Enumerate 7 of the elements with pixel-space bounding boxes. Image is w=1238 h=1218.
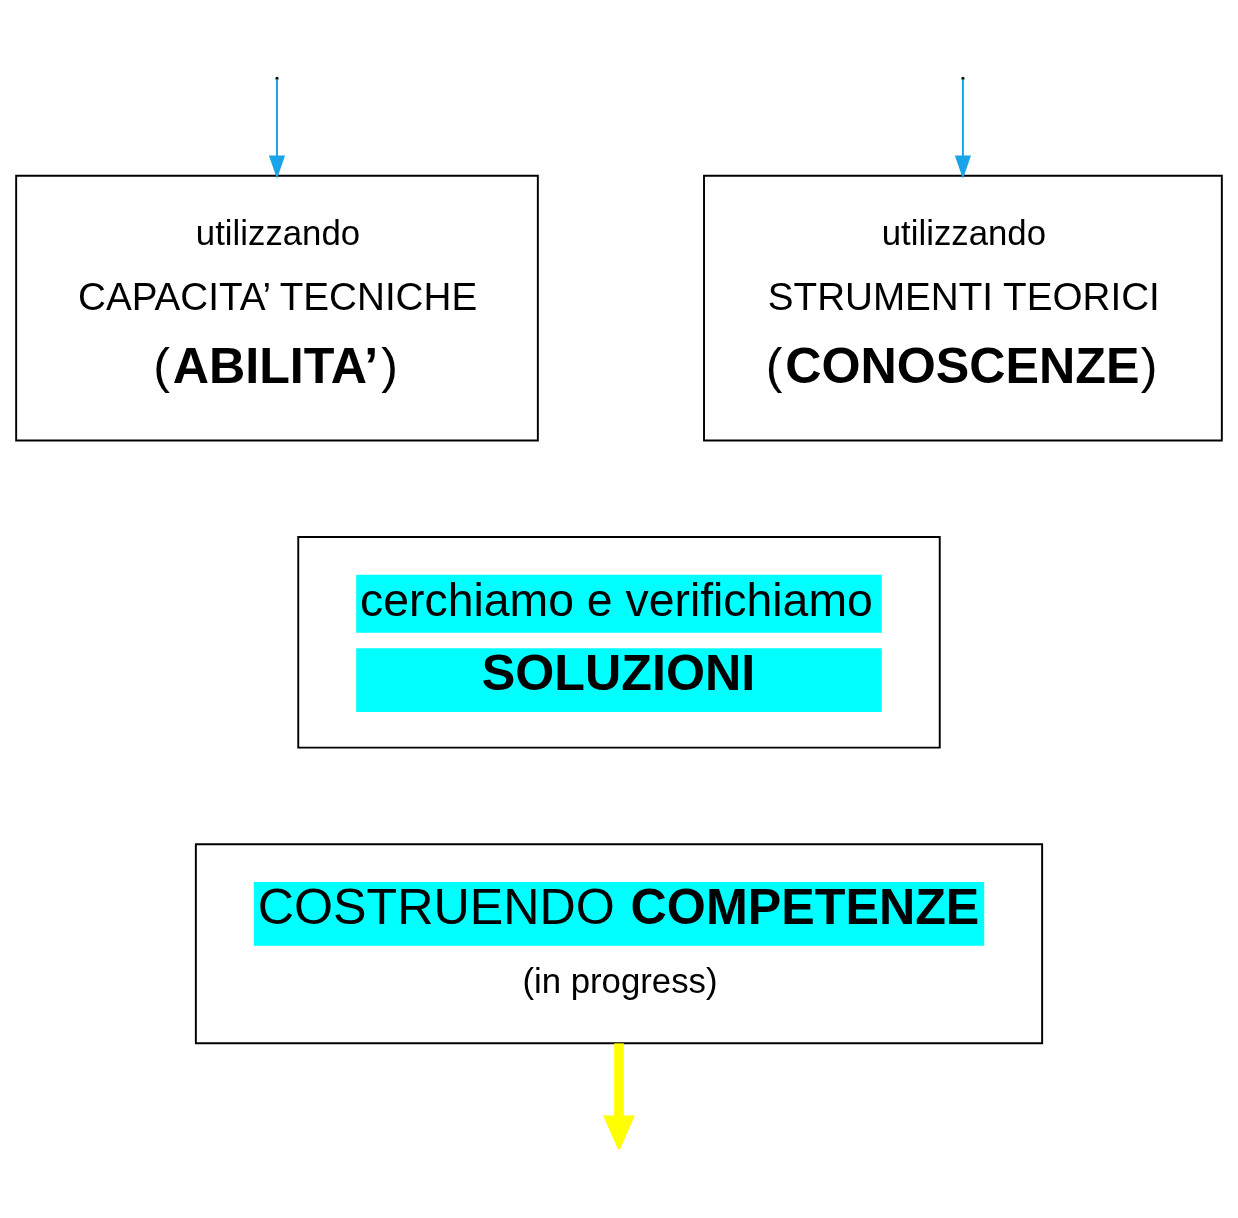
arrow	[603, 1042, 635, 1149]
node-box: COSTRUENDO COMPETENZE (in progress)	[194, 842, 1044, 1044]
node-box: utilizzando STRUMENTI TEORICI (CONOSCENZE)	[703, 174, 1223, 441]
arrow	[954, 77, 972, 179]
arrow	[268, 77, 286, 179]
node-box: utilizzando CAPACITA’ TECNICHE (ABILITA’)	[15, 174, 539, 441]
node-box: cerchiamo e verifichiamo SOLUZIONI	[297, 535, 941, 749]
